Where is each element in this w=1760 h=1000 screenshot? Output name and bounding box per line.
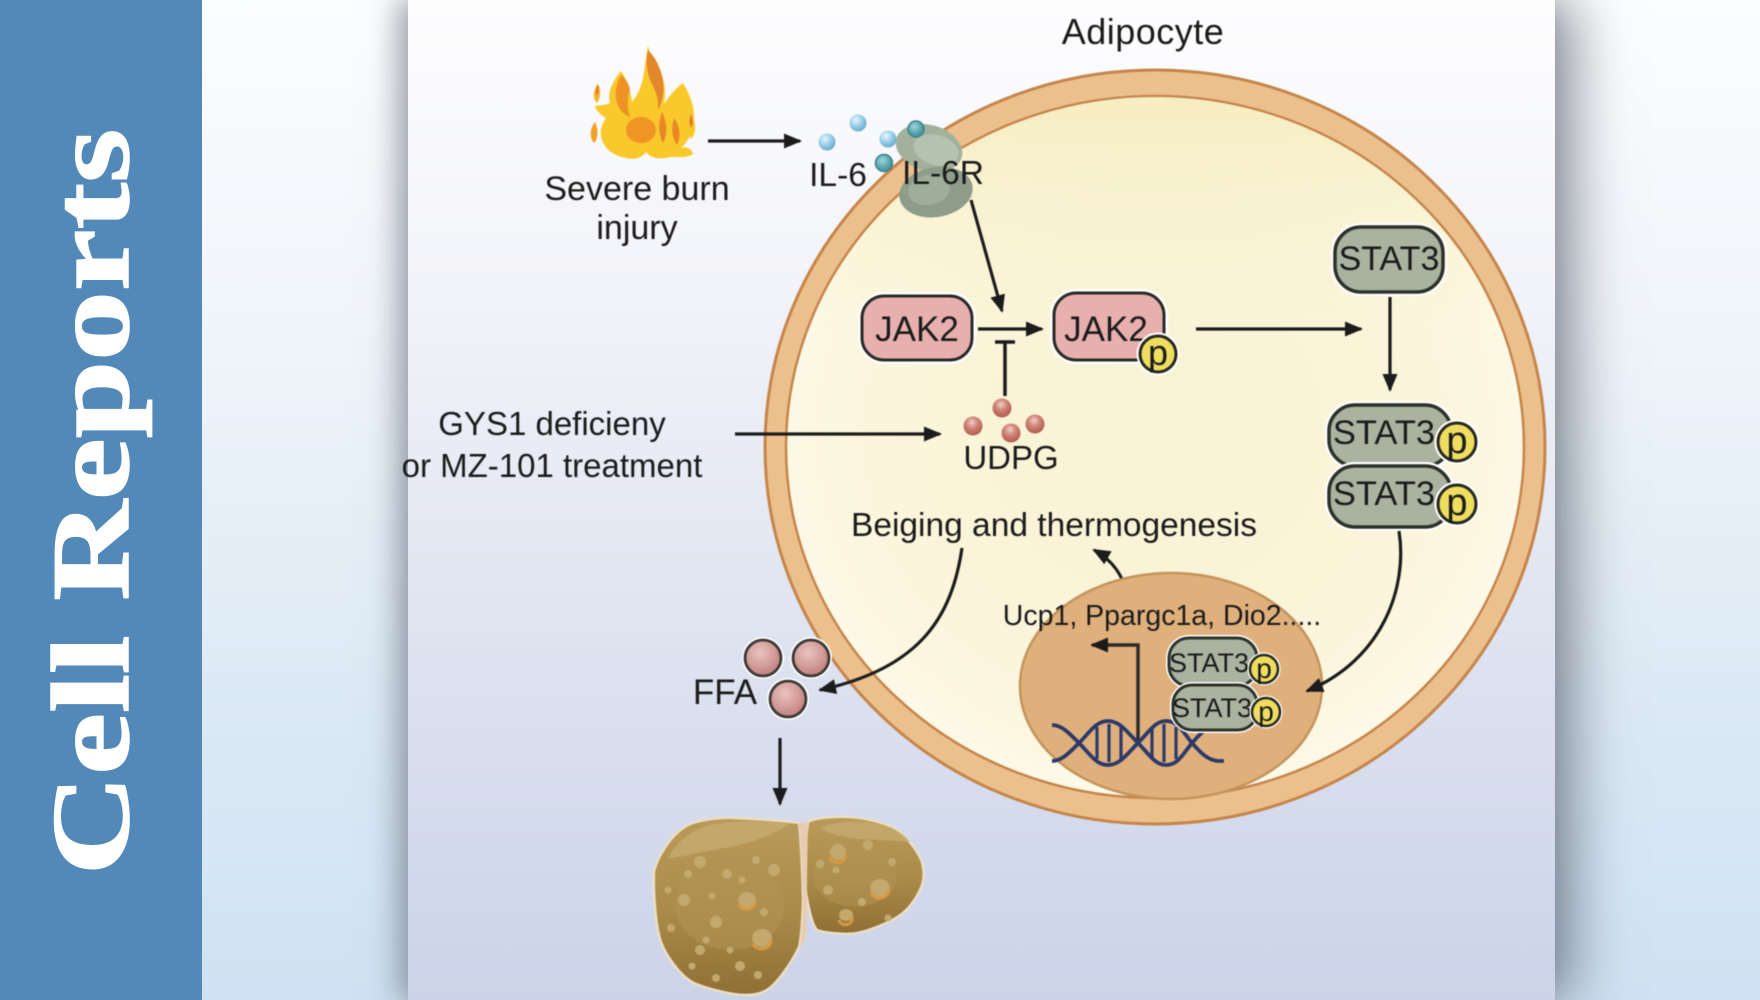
svg-text:JAK2: JAK2 (1064, 310, 1148, 349)
svg-text:STAT3: STAT3 (1333, 475, 1435, 513)
svg-text:JAK2: JAK2 (875, 310, 959, 349)
svg-text:p: p (1258, 696, 1274, 727)
svg-text:GYS1 deficieny: GYS1 deficieny (438, 405, 666, 442)
svg-text:p: p (1446, 482, 1467, 524)
svg-text:STAT3: STAT3 (1172, 693, 1252, 723)
svg-text:IL-6R: IL-6R (902, 155, 984, 192)
svg-text:p: p (1148, 332, 1168, 373)
svg-text:STAT3: STAT3 (1339, 240, 1440, 278)
svg-text:Adipocyte: Adipocyte (1062, 11, 1225, 52)
svg-text:Ucp1, Ppargc1a, Dio2.....: Ucp1, Ppargc1a, Dio2..... (1003, 600, 1321, 632)
svg-text:p: p (1446, 420, 1467, 462)
svg-text:UDPG: UDPG (963, 439, 1058, 476)
svg-text:STAT3: STAT3 (1333, 414, 1435, 452)
svg-text:p: p (1256, 653, 1272, 684)
svg-text:IL-6: IL-6 (809, 157, 867, 194)
svg-text:Beiging and thermogenesis: Beiging and thermogenesis (851, 507, 1257, 544)
svg-text:STAT3: STAT3 (1169, 648, 1249, 678)
svg-text:Severe burn: Severe burn (544, 170, 729, 208)
svg-text:FFA: FFA (693, 673, 758, 712)
svg-text:injury: injury (596, 209, 677, 247)
svg-text:or MZ-101 treatment: or MZ-101 treatment (402, 447, 703, 484)
